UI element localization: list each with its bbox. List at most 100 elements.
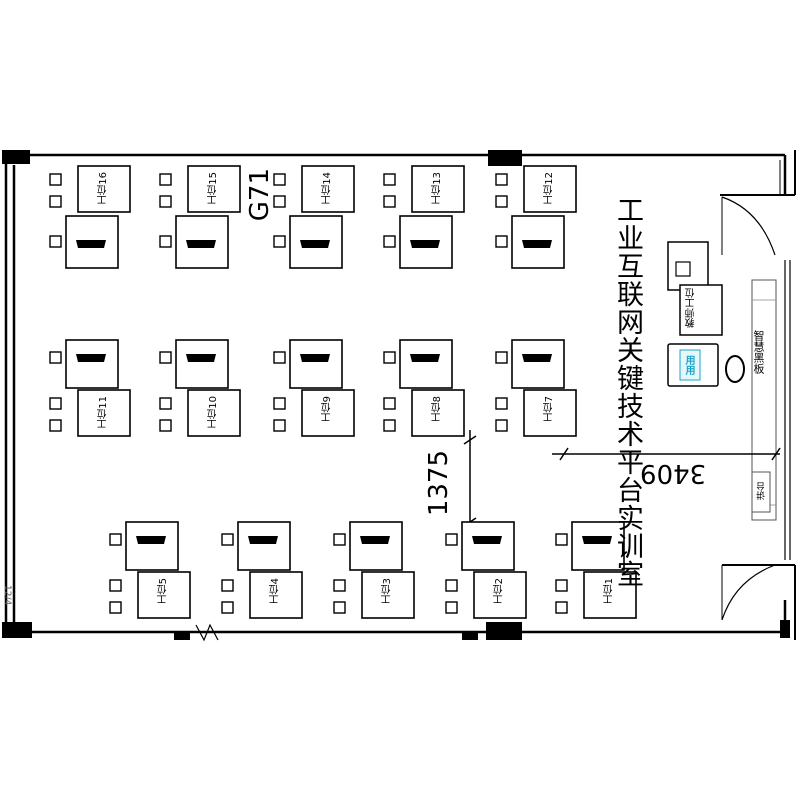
monitor-icon [248, 536, 278, 544]
workstation-label: 工位7 [544, 396, 555, 423]
chair-icon [159, 397, 172, 410]
grid-label: G71 [245, 168, 275, 222]
computer-desk [125, 521, 179, 571]
chair-icon [49, 195, 62, 208]
chair-icon [333, 533, 346, 546]
monitor-icon [360, 536, 390, 544]
chair-icon [109, 579, 122, 592]
chair-icon [49, 397, 62, 410]
outer-walls [4, 153, 787, 634]
workstation-label: 工位16 [98, 172, 109, 205]
workstation-label: 工位9 [322, 396, 333, 423]
monitor-icon [410, 354, 440, 362]
chair-icon [273, 173, 286, 186]
chair-icon [383, 397, 396, 410]
label-desk [301, 165, 355, 213]
chair-icon [159, 351, 172, 364]
chair-icon [555, 601, 568, 614]
computer-desk [349, 521, 403, 571]
label-desk [583, 571, 637, 619]
computer-desk [571, 521, 625, 571]
smart-board-label: 智慧黑板 [752, 330, 765, 374]
workstation-unit [333, 521, 415, 619]
chair-icon [495, 173, 508, 186]
dimension-lines [463, 430, 781, 528]
chair-icon [555, 533, 568, 546]
chair-icon [495, 195, 508, 208]
workstation-label: 工位12 [544, 172, 555, 205]
chair-icon [159, 419, 172, 432]
label-desk [137, 571, 191, 619]
chair-icon [273, 195, 286, 208]
label-desk [249, 571, 303, 619]
workstations [49, 165, 637, 619]
break-marker [195, 623, 219, 642]
workstation-unit [49, 339, 131, 437]
label-desk [411, 165, 465, 213]
computer-desk [511, 339, 565, 389]
chair-icon [333, 579, 346, 592]
teacher-station-label: 教师工位 [686, 288, 697, 328]
computer-desk [461, 521, 515, 571]
chair-icon [555, 579, 568, 592]
podium-label: 讲台 [757, 482, 767, 500]
chair-icon [273, 397, 286, 410]
chair-icon [495, 351, 508, 364]
workstation-label: 工位4 [270, 578, 281, 605]
columns [2, 150, 790, 640]
workstation-unit [495, 165, 577, 269]
workstation-unit [383, 165, 465, 269]
dimension-vertical: 1375 [424, 450, 454, 517]
chair-icon [445, 579, 458, 592]
right-wall [720, 150, 796, 640]
label-desk [77, 389, 131, 437]
chair-icon [159, 235, 172, 248]
monitor-icon [136, 536, 166, 544]
podium [751, 471, 771, 513]
label-desk [411, 389, 465, 437]
chair-icon [273, 419, 286, 432]
workstation-label: 工位10 [208, 396, 219, 429]
computer-desk [175, 339, 229, 389]
chair-icon [333, 601, 346, 614]
workstation-label: 工位5 [158, 578, 169, 605]
workstation-label: 工位11 [98, 396, 109, 429]
chair-icon [159, 195, 172, 208]
dimension-horizontal: 3409 [640, 458, 707, 488]
chair-icon [383, 235, 396, 248]
chair-icon [49, 419, 62, 432]
monitor-icon [472, 536, 502, 544]
monitor-icon [410, 240, 440, 248]
workstation-label: 工位3 [382, 578, 393, 605]
monitor-icon [76, 354, 106, 362]
monitor-icon [522, 354, 552, 362]
workstation-unit [495, 339, 577, 437]
chair-icon [221, 533, 234, 546]
monitor-icon [300, 354, 330, 362]
chair-icon [221, 579, 234, 592]
chair-icon [495, 235, 508, 248]
chair-icon [273, 235, 286, 248]
computer-desk [65, 339, 119, 389]
computer-desk [289, 339, 343, 389]
workstation-label: 工位13 [432, 172, 443, 205]
workstation-unit [445, 521, 527, 619]
chair-icon [383, 419, 396, 432]
computer-desk [237, 521, 291, 571]
label-desk [523, 165, 577, 213]
monitor-icon [582, 536, 612, 544]
workstation-unit [109, 521, 191, 619]
chair-icon [221, 601, 234, 614]
workstation-unit [49, 165, 131, 269]
chair-icon [49, 173, 62, 186]
label-desk [187, 165, 241, 213]
label-desk [473, 571, 527, 619]
workstation-label: 工位14 [322, 172, 333, 205]
chair-icon [159, 173, 172, 186]
chair-icon [273, 351, 286, 364]
chair-icon [383, 195, 396, 208]
brand-badge: 用用 [683, 355, 694, 375]
corner-note: 12/4 [2, 585, 12, 606]
chair-icon [445, 601, 458, 614]
